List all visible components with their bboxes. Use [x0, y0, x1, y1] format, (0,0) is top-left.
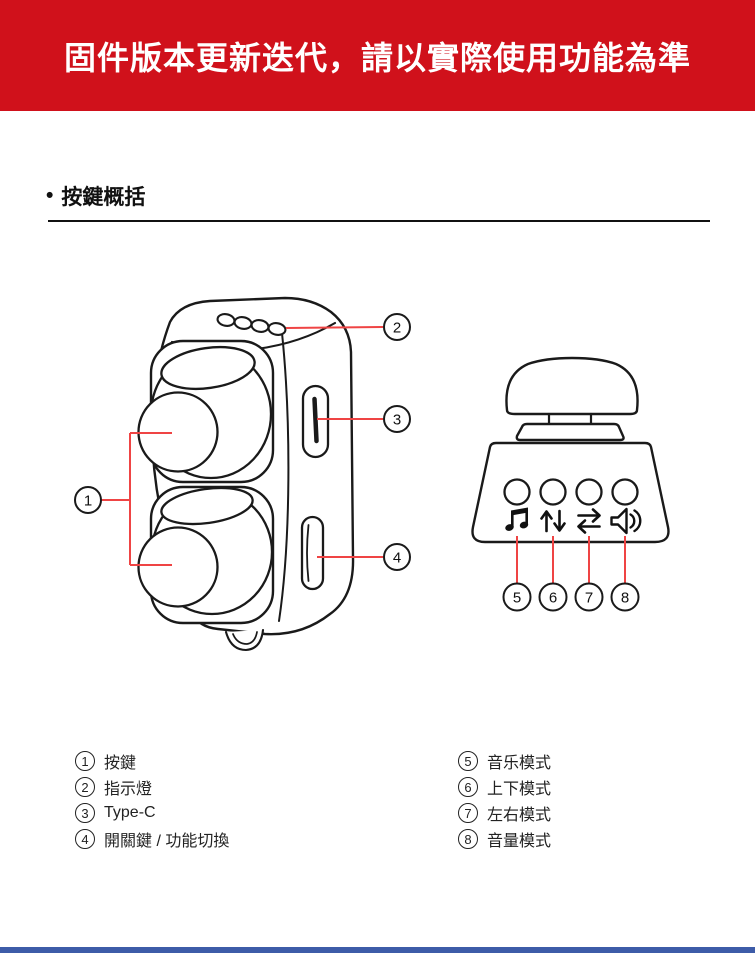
bottom-page-strip	[0, 947, 755, 953]
legend-num-4: 4	[75, 829, 95, 849]
legend-label-3: Type-C	[104, 804, 156, 821]
legend-num-5: 5	[458, 751, 478, 771]
svg-text:5: 5	[513, 590, 521, 607]
joystick-collar	[515, 422, 625, 442]
type-c-port	[301, 384, 330, 459]
svg-text:6: 6	[549, 590, 557, 607]
svg-text:8: 8	[621, 590, 629, 607]
legend-item-2: 2 指示燈	[75, 774, 229, 800]
legend-label-7: 左右模式	[487, 807, 552, 824]
callout-1-circle	[74, 486, 102, 514]
legend-label-6: 上下模式	[487, 781, 552, 798]
firmware-notice-banner: 固件版本更新迭代，請以實際使用功能為準	[0, 0, 755, 111]
legend-item-1: 1 按鍵	[75, 748, 229, 774]
legend-label-2: 指示燈	[104, 781, 153, 798]
callout-4: 4	[317, 543, 411, 571]
joystick-illustration	[471, 356, 670, 544]
legend-num-2: 2	[75, 777, 95, 797]
legend-label-1: 按鍵	[104, 755, 137, 772]
mode-led	[539, 478, 567, 506]
button-face	[137, 526, 219, 608]
callout-8: 8	[610, 582, 640, 612]
mode-led	[611, 478, 639, 506]
legend-item-6: 6 上下模式	[458, 774, 551, 800]
section-title: 按鍵概括	[61, 186, 146, 209]
front-right-edge	[278, 332, 290, 622]
joystick-cap	[505, 356, 639, 416]
svg-text:2: 2	[393, 320, 401, 337]
legend-label-5: 音乐模式	[487, 755, 552, 772]
mode-led	[575, 478, 603, 506]
button-overview-diagram: 1 2 3 4	[74, 296, 670, 652]
led-indicators	[216, 313, 287, 336]
svg-text:7: 7	[585, 590, 593, 607]
joystick-neck	[547, 412, 593, 426]
button-top	[137, 345, 273, 480]
legend-label-8: 音量模式	[487, 833, 552, 850]
button-top-oval	[160, 345, 256, 391]
legend-item-7: 7 左右模式	[458, 800, 551, 826]
music-note-icon	[505, 507, 529, 531]
led-hole	[267, 322, 287, 336]
callout-2: 2	[285, 313, 411, 341]
left-right-arrows-icon	[577, 508, 601, 534]
remote-device-illustration	[137, 296, 355, 652]
mode-led	[503, 478, 531, 506]
legend-item-5: 5 音乐模式	[458, 748, 551, 774]
legend-column-left: 1 按鍵 2 指示燈 3 Type-C 4 開關鍵 / 功能切換	[75, 748, 229, 852]
bottom-tab	[224, 628, 265, 652]
callout-1: 1	[74, 432, 172, 566]
legend-item-3: 3 Type-C	[75, 800, 229, 826]
legend-item-8: 8 音量模式	[458, 826, 551, 852]
legend-num-3: 3	[75, 803, 95, 823]
mode-leds	[503, 478, 639, 506]
button-bottom	[137, 486, 274, 616]
legend-column-right: 5 音乐模式 6 上下模式 7 左右模式 8 音量模式	[458, 748, 551, 852]
section-divider	[48, 220, 710, 222]
banner-text: 固件版本更新迭代，請以實際使用功能為準	[63, 39, 691, 76]
speaker-icon	[610, 507, 642, 535]
power-function-button	[300, 515, 325, 591]
legend-num-1: 1	[75, 751, 95, 771]
callout-5: 5	[502, 582, 532, 612]
callout-lines-5-8	[516, 536, 626, 583]
callout-3: 3	[317, 405, 411, 433]
legend-label-4: 開關鍵 / 功能切換	[104, 833, 230, 850]
up-down-arrows-icon	[540, 509, 566, 533]
type-c-slot	[312, 396, 319, 444]
callout-1-number: 1	[84, 493, 92, 510]
bullet-marker: •	[46, 184, 54, 207]
legend-num-7: 7	[458, 803, 478, 823]
legend-item-4: 4 開關鍵 / 功能切換	[75, 826, 229, 852]
legend-num-8: 8	[458, 829, 478, 849]
section-header: • 按鍵概括	[46, 181, 145, 211]
callout-7: 7	[574, 582, 604, 612]
legend-num-6: 6	[458, 777, 478, 797]
button-top-oval	[160, 486, 254, 526]
svg-text:3: 3	[393, 412, 401, 429]
svg-text:4: 4	[393, 550, 401, 567]
callout-6: 6	[538, 582, 568, 612]
